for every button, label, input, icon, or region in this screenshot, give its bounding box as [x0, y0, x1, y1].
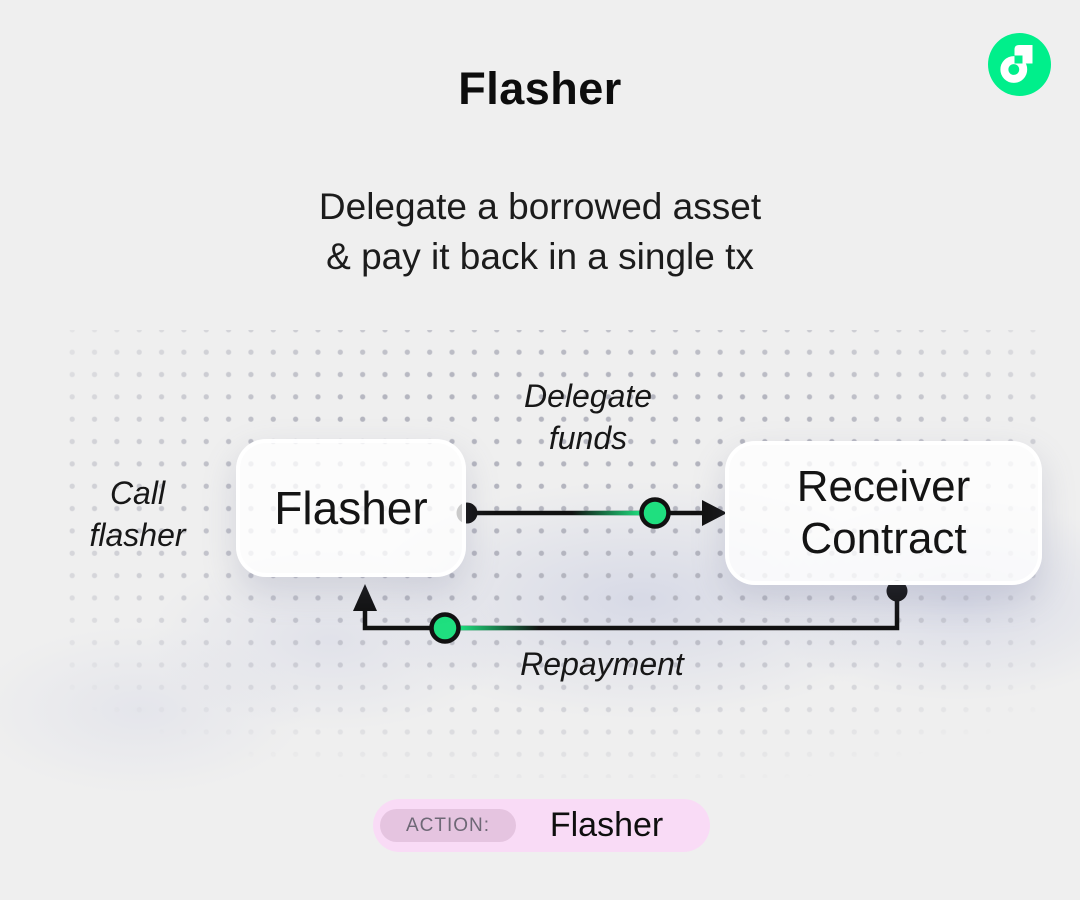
flasher-node: Flasher [236, 439, 466, 577]
delegate-funds-arrow [456, 497, 727, 529]
receiver-node-label-line-1: Receiver [796, 462, 971, 511]
subtitle-line-1: Delegate a borrowed asset [318, 186, 762, 227]
action-label-pill: ACTION: [380, 809, 517, 842]
delegate-token-dot [639, 497, 671, 529]
delegate-funds-label-line-1: Delegate [523, 378, 653, 414]
delegate-funds-label: Delegate funds [438, 375, 738, 459]
subtitle: Delegate a borrowed asset & pay it back … [0, 182, 1080, 282]
call-flasher-label-line-2: flasher [89, 517, 186, 553]
subtitle-line-2: & pay it back in a single tx [326, 236, 754, 277]
receiver-contract-node: Receiver Contract [725, 441, 1042, 585]
repayment-token-dot [429, 612, 461, 644]
action-badge: ACTION: Flasher [373, 799, 710, 852]
delegate-funds-label-line-2: funds [548, 420, 628, 456]
repayment-label: Repayment [520, 646, 684, 682]
flasher-node-label: Flasher [274, 482, 428, 534]
page-title: Flasher [458, 63, 622, 114]
repayment-start-dot [886, 580, 908, 602]
flow-logo-icon [988, 33, 1051, 96]
call-flasher-label-line-1: Call [109, 475, 166, 511]
repayment-arrow [353, 580, 908, 644]
call-flasher-label: Call flasher [35, 472, 240, 556]
action-value: Flasher [549, 806, 664, 844]
flow-logo-icon-svg [988, 33, 1051, 96]
receiver-node-label-line-2: Contract [800, 514, 967, 563]
